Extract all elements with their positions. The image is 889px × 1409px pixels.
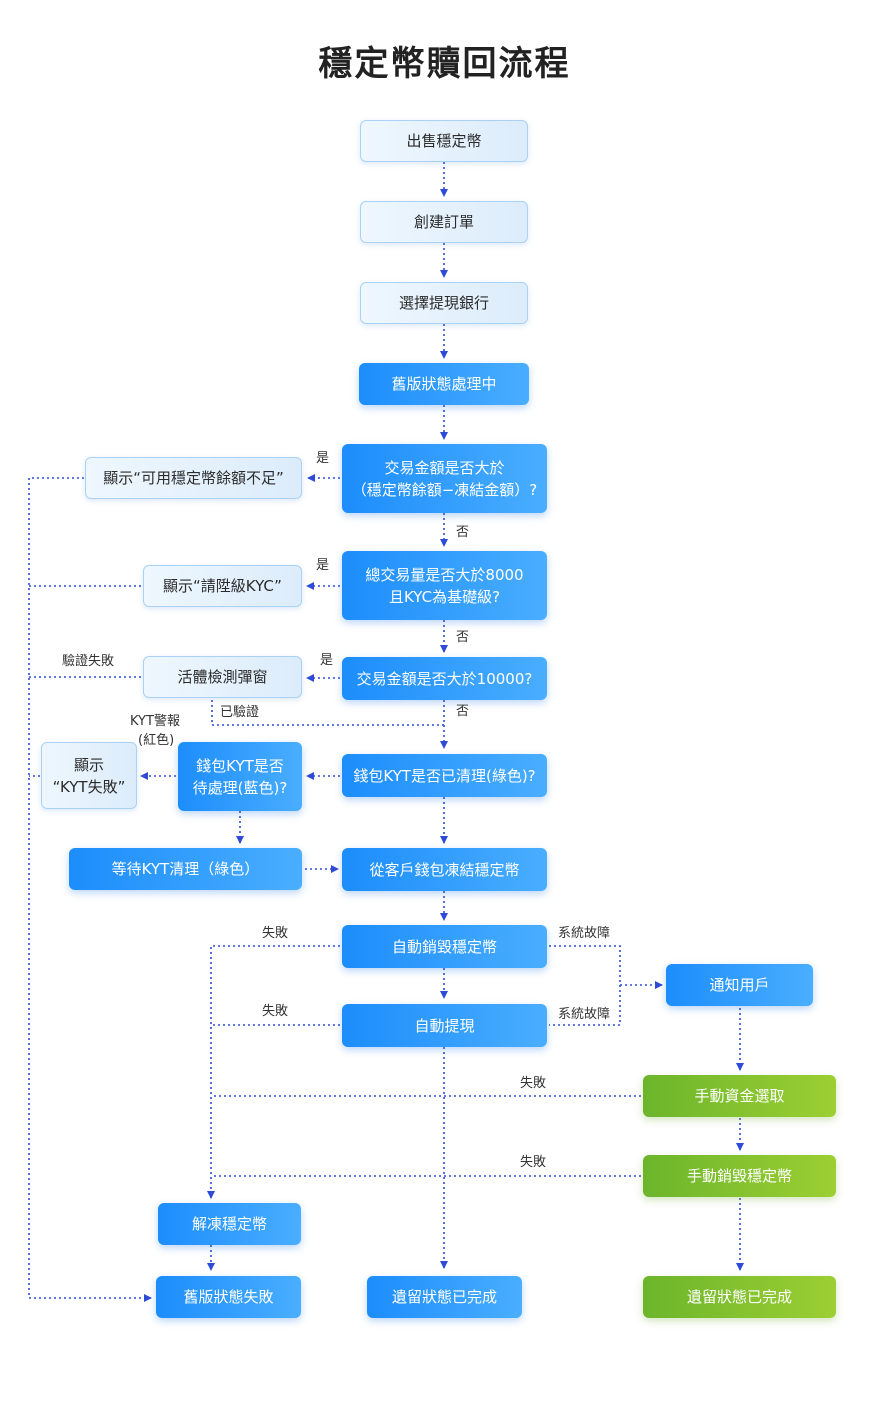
node-wait-kyt-clear: 等待KYT清理（綠色） [69, 848, 302, 890]
node-unfreeze: 解凍穩定幣 [158, 1203, 301, 1245]
page-title: 穩定幣贖回流程 [318, 44, 571, 84]
node-legacy-processing: 舊版狀態處理中 [359, 363, 529, 405]
label-verified: 已驗證 [220, 705, 260, 720]
node-question-amount-10000: 交易金額是否大於10000? [342, 657, 547, 700]
node-liveness-popup: 活體檢測彈窗 [143, 656, 302, 698]
node-manual-withdraw: 手動資金選取 [643, 1075, 836, 1117]
node-manual-burn: 手動銷毀穩定幣 [643, 1155, 836, 1197]
q1-line1: 交易金額是否大於 [384, 458, 505, 477]
node-question-kyt-pending: 錢包KYT是否 待處理(藍色)? [178, 742, 302, 811]
arrow-verified [211, 700, 444, 726]
arrow-fail-to-unfreeze [207, 945, 340, 1199]
kytfail-line1: 顯示 [73, 755, 104, 774]
kytfail-line2: “KYT失敗” [52, 777, 126, 796]
label-sys-fault-1: 系統故障 [558, 926, 611, 941]
arrow-outer-left [28, 477, 152, 1302]
node-msg-kyt-failed: 顯示 “KYT失敗” [41, 742, 137, 809]
label-yes-1: 是 [316, 451, 330, 466]
node-question-total-8000: 總交易量是否大於8000 且KYC為基礎級? [342, 551, 547, 620]
label-no-1: 否 [456, 525, 470, 540]
node-choose-bank: 選擇提現銀行 [360, 282, 528, 324]
label-fail-1: 失敗 [262, 926, 289, 941]
node-msg-insufficient-balance: 顯示“可用穩定幣餘額不足” [85, 457, 302, 499]
node-legacy-done-right: 遺留狀態已完成 [643, 1276, 836, 1318]
label-kyt-alert-1: KYT警報 [130, 714, 180, 729]
node-msg-kyc-upgrade: 顯示“請陞級KYC” [143, 565, 302, 607]
node-question-amount-vs-balance: 交易金額是否大於 （穩定幣餘額−凍結金額）? [342, 444, 547, 513]
node-sell-stablecoin: 出售穩定幣 [360, 120, 528, 162]
node-freeze-from-wallet: 從客戶錢包凍結穩定幣 [342, 848, 547, 891]
label-kyt-alert-2: (紅色) [138, 733, 175, 748]
node-notify-user: 通知用戶 [666, 964, 813, 1006]
node-auto-withdraw: 自動提現 [342, 1004, 547, 1047]
q5-line1: 錢包KYT是否 [196, 756, 284, 775]
q1-line2: （穩定幣餘額−凍結金額）? [351, 480, 538, 499]
label-yes-3: 是 [320, 653, 334, 668]
label-fail-4: 失敗 [520, 1155, 547, 1170]
node-legacy-failed: 舊版狀態失敗 [156, 1276, 301, 1318]
label-sys-fault-2: 系統故障 [558, 1007, 611, 1022]
node-legacy-done-center: 遺留狀態已完成 [367, 1276, 522, 1318]
label-no-3: 否 [456, 704, 470, 719]
q2-line1: 總交易量是否大於8000 [365, 565, 524, 584]
label-fail-3: 失敗 [520, 1076, 547, 1091]
node-question-kyt-cleared: 錢包KYT是否已清理(綠色)? [342, 754, 547, 797]
q5-line2: 待處理(藍色)? [192, 778, 288, 797]
label-fail-2: 失敗 [262, 1004, 289, 1019]
node-create-order: 創建訂單 [360, 201, 528, 243]
label-no-2: 否 [456, 630, 470, 645]
node-auto-burn: 自動銷毀穩定幣 [342, 925, 547, 968]
q2-line2: 且KYC為基礎級? [388, 587, 501, 606]
label-verify-fail: 驗證失敗 [62, 654, 115, 669]
label-yes-2: 是 [316, 558, 330, 573]
